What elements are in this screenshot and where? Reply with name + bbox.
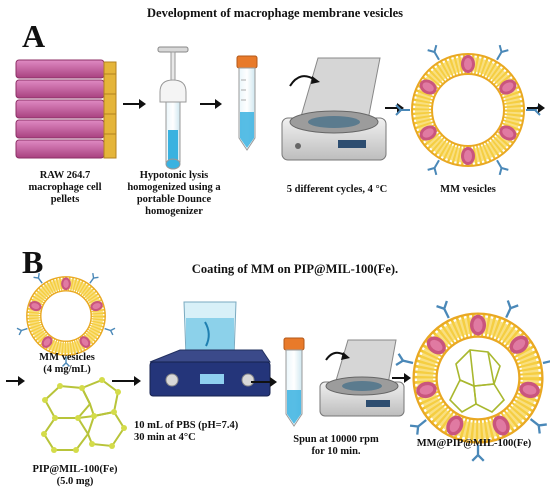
caption-pip: PIP@MIL-100(Fe) (5.0 mg) <box>20 464 130 488</box>
caption-cells: RAW 264.7 macrophage cell pellets <box>4 170 126 206</box>
arrow-2 <box>200 99 222 109</box>
arrow-b4 <box>392 373 411 383</box>
arrow-4 <box>527 103 545 113</box>
caption-spin-line-1: Spun at 10000 rpm <box>293 434 379 445</box>
caption-stirrer: 10 mL of PBS (pH=7.4) 30 min at 4°C <box>134 420 284 444</box>
caption-cells-line-1: RAW 264.7 <box>39 170 91 181</box>
panel-a-label: A <box>22 18 46 54</box>
panel-a-title: Development of macrophage membrane vesic… <box>147 6 403 20</box>
caption-spin: Spun at 10000 rpm for 10 min. <box>276 434 396 458</box>
caption-spin-line-2: for 10 min. <box>311 446 361 457</box>
caption-cells-line-2: macrophage cell <box>28 182 102 193</box>
centrifuge-a-illustration <box>281 57 387 161</box>
caption-pip-line-2: (5.0 mg) <box>56 476 94 487</box>
caption-pip-line-1: PIP@MIL-100(Fe) <box>32 464 118 475</box>
caption-stirrer-line-2: 30 min at 4°C <box>134 432 196 443</box>
caption-vesicles-a: MM vesicles <box>440 184 496 195</box>
falcon-tube-a-illustration <box>236 55 258 151</box>
caption-lysis: Hypotonic lysis homogenized using a port… <box>116 170 232 218</box>
caption-stirrer-line-1: 10 mL of PBS (pH=7.4) <box>134 420 239 431</box>
pip-mof-cage-illustration <box>41 377 127 453</box>
panel-b-label: B <box>22 244 44 280</box>
arrow-3 <box>385 103 404 113</box>
caption-lysis-line-1: Hypotonic lysis <box>139 170 209 181</box>
cell-culture-flasks-illustration <box>15 59 117 159</box>
arrow-b3 <box>251 377 277 387</box>
arrow-1 <box>123 99 146 109</box>
caption-cells-line-3: pellets <box>50 194 80 205</box>
caption-product: MM@PIP@MIL-100(Fe) <box>416 438 532 449</box>
panel-b-title: Coating of MM on PIP@MIL-100(Fe). <box>191 262 399 276</box>
mm-vesicle-a-illustration <box>395 45 541 175</box>
caption-centrifuge-a: 5 different cycles, 4 °C <box>286 184 388 195</box>
arrow-b2 <box>112 376 141 386</box>
caption-mm-vesicles-b: MM vesicles (4 mg/mL) <box>20 352 114 376</box>
caption-lysis-line-4: homogenizer <box>145 206 203 217</box>
arrow-b1 <box>6 376 25 386</box>
dounce-homogenizer-illustration <box>157 46 189 170</box>
falcon-tube-b-illustration <box>283 337 305 427</box>
caption-mm-vesicles-line-2: (4 mg/mL) <box>43 364 91 375</box>
caption-mm-vesicles-line-1: MM vesicles <box>39 352 95 363</box>
caption-lysis-line-2: homogenized using a <box>127 182 221 193</box>
caption-lysis-line-3: portable Dounce <box>136 194 212 205</box>
centrifuge-b-illustration <box>319 339 405 417</box>
mm-coated-mof-illustration <box>394 299 550 462</box>
